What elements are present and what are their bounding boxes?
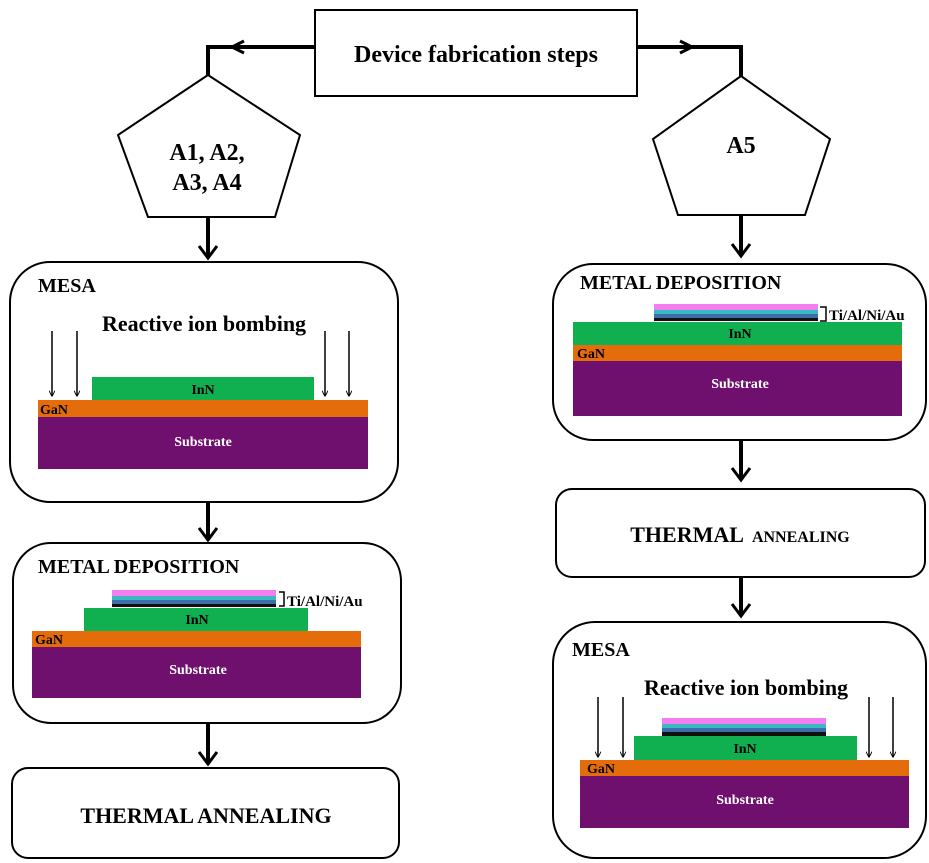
group-pentagon-a1-a4: A1, A2, A3, A4 <box>116 73 302 218</box>
group-a5-label: A5 <box>726 133 755 159</box>
left-arrowhead <box>228 39 245 55</box>
left-metal-substrate-layer <box>32 647 361 698</box>
right-mesa-step: MESA Reactive ion bombing Substrate GaN … <box>552 621 927 859</box>
right-thermal-annealing-step: THERMAL ANNEALING <box>555 488 926 578</box>
title-connectors <box>206 39 743 76</box>
right-metal-gan-layer <box>573 345 902 361</box>
right-mesa-inn-layer <box>634 736 857 760</box>
group-a1-a2-label: A1, A2, <box>169 140 244 166</box>
left-mesa-title: MESA <box>38 275 96 297</box>
right-mesa-title: MESA <box>572 639 630 661</box>
right-metal-inn-layer <box>573 322 902 345</box>
right-thermal-main-label: THERMAL <box>630 522 744 547</box>
group-pentagon-a5: A5 <box>651 74 832 216</box>
left-mesa-substrate-layer <box>38 417 368 469</box>
right-metal-substrate-label: Substrate <box>711 377 769 392</box>
group-a3-a4-label: A3, A4 <box>172 170 241 196</box>
right-metal-stack <box>654 304 818 321</box>
right-mesa-gan-layer <box>580 760 909 776</box>
left-mesa-inn-layer <box>92 377 314 400</box>
right-arrowhead <box>679 39 696 55</box>
left-connector <box>206 45 315 75</box>
left-metal-gan-label: GaN <box>35 633 63 648</box>
right-metal-deposition-step: METAL DEPOSITION Substrate GaN InN Ti/Al… <box>552 263 927 441</box>
title-box: Device fabrication steps <box>314 9 638 97</box>
right-metal-gan-label: GaN <box>577 347 605 362</box>
left-metal-stack-label: Ti/Al/Ni/Au <box>287 594 363 610</box>
left-mesa-inn-label: InN <box>191 383 214 398</box>
left-metal-title: METAL DEPOSITION <box>38 556 240 578</box>
right-mesa-substrate-layer <box>580 776 909 828</box>
right-thermal-rest-label: ANNEALING <box>752 529 850 546</box>
left-metal-inn-label: InN <box>185 613 208 628</box>
left-mesa-gan-label: GaN <box>40 403 68 418</box>
right-mesa-process-label: Reactive ion bombing <box>644 675 848 700</box>
right-mesa-substrate-label: Substrate <box>716 793 774 808</box>
right-metal-stack-label: Ti/Al/Ni/Au <box>829 308 905 324</box>
right-metal-inn-label: InN <box>728 327 751 342</box>
title-text: Device fabrication steps <box>354 42 598 68</box>
right-metal-title: METAL DEPOSITION <box>580 272 782 294</box>
flow-arrows <box>197 215 752 767</box>
etch-arrows <box>52 331 349 396</box>
left-metal-bracket <box>279 591 285 607</box>
right-metal-substrate-layer <box>573 361 902 416</box>
right-connector <box>637 45 743 76</box>
right-mesa-metal-stack <box>662 718 826 736</box>
right-metal-bracket <box>820 306 827 322</box>
left-metal-deposition-step: METAL DEPOSITION Substrate GaN InN Ti/Al… <box>12 542 402 724</box>
left-thermal-annealing-step: THERMAL ANNEALING <box>11 767 400 859</box>
right-mesa-gan-label: GaN <box>587 762 615 777</box>
left-metal-stack <box>112 590 276 607</box>
left-mesa-gan-layer <box>38 400 368 417</box>
right-etch-arrows <box>598 697 893 757</box>
left-mesa-process-label: Reactive ion bombing <box>102 311 306 336</box>
left-metal-inn-layer <box>84 608 308 631</box>
left-thermal-label: THERMAL ANNEALING <box>80 803 331 828</box>
left-mesa-step: MESA Reactive ion bombing Substrate GaN … <box>9 261 399 503</box>
left-metal-gan-layer <box>32 631 361 647</box>
right-mesa-inn-label: InN <box>733 742 756 757</box>
left-mesa-substrate-label: Substrate <box>174 435 232 450</box>
left-metal-substrate-label: Substrate <box>169 663 227 678</box>
